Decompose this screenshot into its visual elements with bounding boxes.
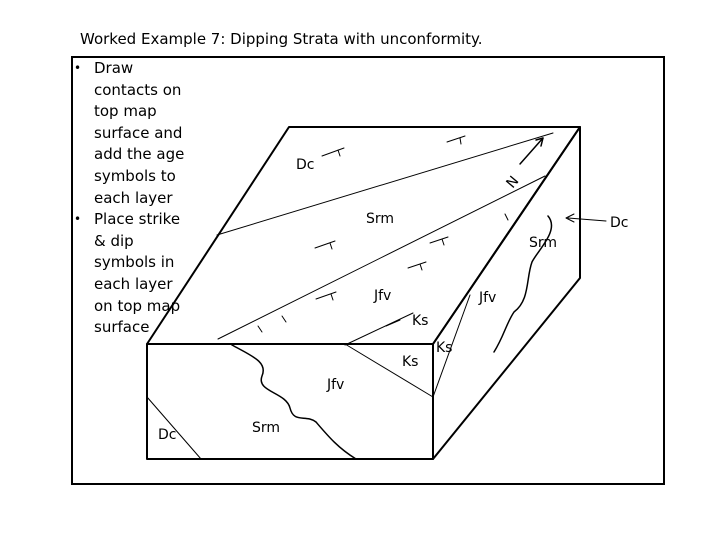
dc-leader: [567, 217, 607, 222]
label-ks-front: Ks: [402, 354, 418, 370]
label-dc-side: Dc: [610, 215, 628, 231]
label-jfv-top: Jfv: [373, 288, 391, 304]
label-ks-side: Ks: [436, 340, 452, 356]
north-arrow-head: [535, 137, 544, 147]
slide-title: Worked Example 7: Dipping Strata with un…: [80, 30, 483, 48]
contact-dc-srm: [216, 132, 554, 236]
instruction-list: Draw contacts on top map surface and add…: [74, 58, 194, 339]
side-contact-ks: [432, 294, 471, 398]
dc-leader-head: [565, 213, 575, 223]
contact-srm-jfv: [217, 175, 546, 340]
label-srm-top: Srm: [366, 211, 394, 227]
figure-frame: [71, 56, 665, 485]
label-srm-front: Srm: [252, 420, 280, 436]
label-jfv-front: Jfv: [326, 377, 344, 393]
strike-dip-symbols: [257, 135, 509, 333]
instruction-item: Place strike & dip symbols in each layer…: [74, 209, 194, 339]
unconformity-front: [231, 344, 357, 460]
instruction-item: Draw contacts on top map surface and add…: [74, 58, 194, 209]
front-contact-dc: [146, 396, 202, 460]
label-dc-top: Dc: [296, 157, 314, 173]
label-jfv-side: Jfv: [478, 290, 496, 306]
unconformity-side: [493, 215, 553, 353]
front-face-outline: [146, 343, 434, 460]
label-srm-side: Srm: [529, 235, 557, 251]
label-ks-top: Ks: [412, 313, 428, 329]
contact-ks-top: [344, 312, 414, 346]
north-arrow: [519, 137, 544, 165]
front-contact-ks: [344, 343, 434, 398]
label-dc-front: Dc: [158, 427, 176, 443]
side-face-outline: [432, 126, 581, 460]
